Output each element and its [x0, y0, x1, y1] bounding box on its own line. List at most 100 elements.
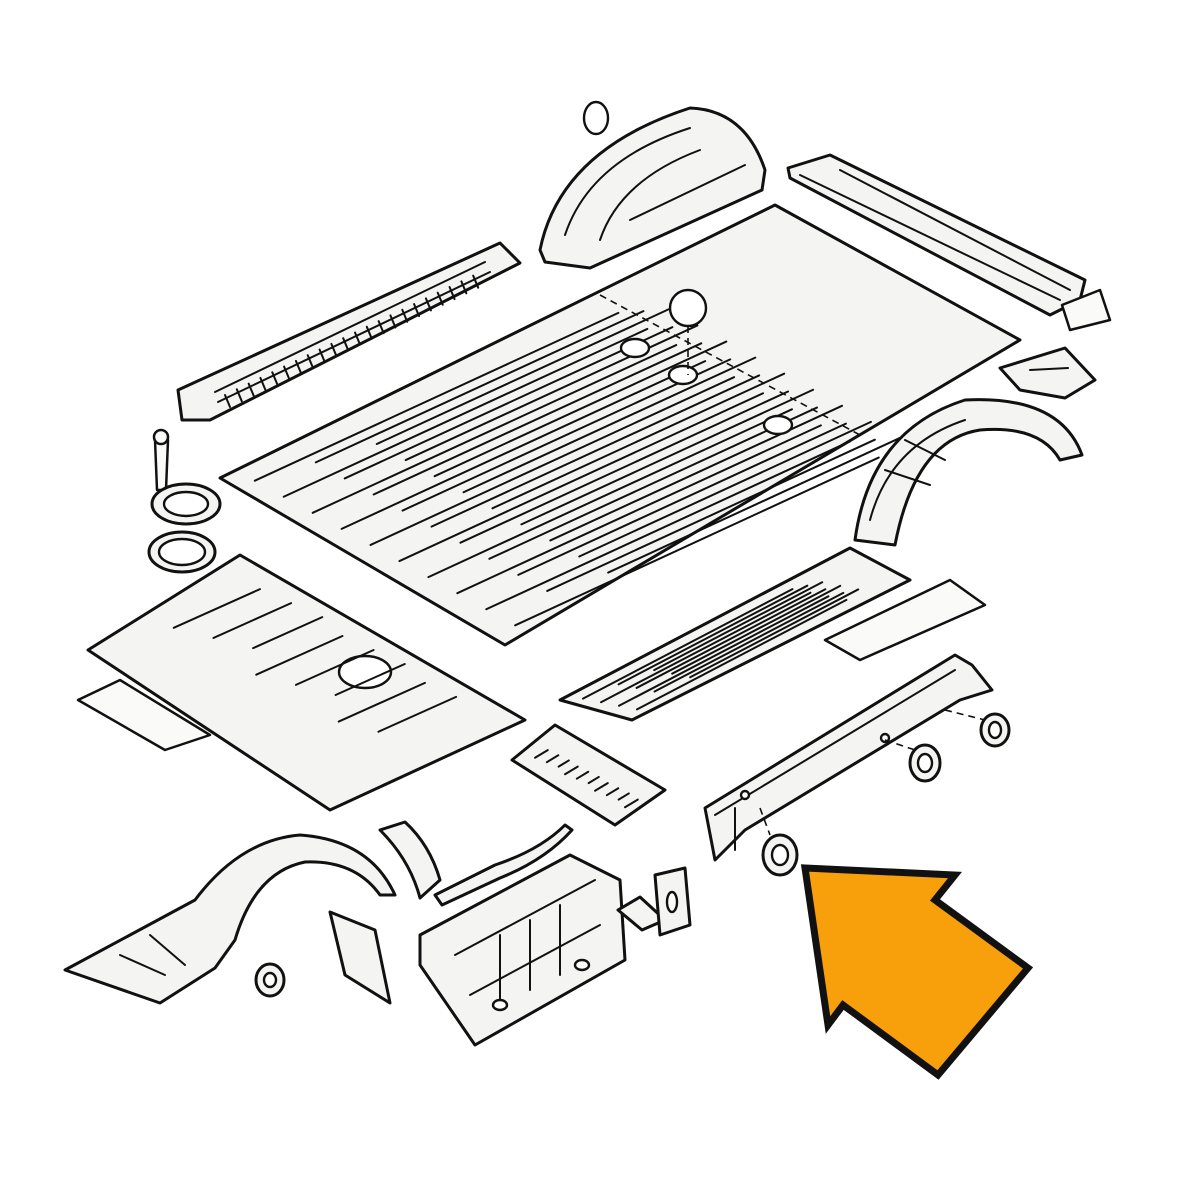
front-wheel-arch: [63, 833, 397, 1005]
center-floor-section: [510, 723, 667, 827]
rib-line: [343, 326, 674, 480]
sill-rib: [330, 342, 338, 357]
floor-plug-top: [668, 288, 708, 328]
rib-line: [534, 749, 549, 759]
rib-line: [671, 584, 842, 675]
rib-line: [172, 588, 261, 629]
rib-line: [377, 695, 458, 733]
front-floor-hole: [337, 654, 393, 690]
rib-line: [456, 424, 822, 595]
rib-line: [618, 595, 830, 707]
rib-line: [653, 591, 845, 693]
rib-line: [340, 360, 707, 530]
rib-line: [575, 770, 590, 780]
sill-rib: [342, 337, 350, 352]
floor-ribs: [253, 308, 901, 627]
rib-line: [653, 581, 824, 672]
sill-rib: [283, 365, 291, 380]
sill-rib: [235, 388, 243, 403]
sill-rib: [259, 376, 267, 391]
floor-hole-1: [619, 337, 651, 359]
sill-rib: [318, 348, 326, 363]
rib-line: [369, 376, 736, 546]
sill-rib: [401, 308, 409, 323]
floor-hole-2: [667, 364, 699, 386]
rib-line: [252, 616, 324, 650]
sill-rib: [460, 280, 468, 295]
front-floor-panel: [76, 553, 527, 812]
small-mount-brackets: [616, 866, 692, 937]
front-floor-bracket: [76, 678, 212, 752]
rib-line: [635, 588, 827, 689]
sill-rib: [389, 314, 397, 329]
rib-line: [545, 754, 560, 764]
rib-line: [372, 342, 703, 496]
right-wheel-arch: [853, 398, 1084, 547]
rib-line: [398, 392, 765, 563]
arrow-up-left-icon: [800, 864, 1034, 1080]
right-mid-floor-panel: [558, 546, 987, 722]
rib-line: [546, 438, 876, 592]
rib-line: [282, 327, 649, 498]
rib-line: [689, 588, 860, 679]
right-top-sill-panel: [786, 153, 1112, 332]
rib-line: [520, 388, 815, 526]
rib-line: [617, 584, 809, 686]
arch-grommet: [582, 100, 610, 136]
center-ribs: [534, 749, 639, 809]
sill-rib: [354, 331, 361, 346]
rib-line: [485, 440, 851, 611]
sill-end-bracket: [1060, 288, 1112, 332]
rib-line: [607, 436, 901, 574]
rib-line: [488, 406, 818, 560]
sill-ribs: [224, 274, 480, 408]
sill-rib: [448, 286, 456, 301]
bolt: [153, 438, 170, 492]
rib-line: [212, 602, 293, 639]
rib-line: [459, 390, 790, 544]
sill-rib: [377, 320, 385, 335]
mid-floor-ribs: [582, 581, 860, 711]
rib-line: [514, 456, 880, 627]
sill-rib: [306, 354, 314, 369]
rib-line: [334, 662, 406, 697]
floor-hole-3: [762, 414, 794, 436]
rib-line: [337, 681, 426, 723]
crossmember-grommets: [759, 709, 1011, 877]
bolt-and-seal-rings: [147, 428, 222, 574]
rib-line: [636, 598, 848, 711]
mid-floor-step: [823, 578, 987, 662]
left-side-sill-panel: [176, 241, 522, 422]
sill-rib: [424, 297, 432, 312]
corner-gusset: [328, 910, 392, 1005]
rib-line: [462, 356, 757, 494]
rib-line: [433, 340, 728, 478]
rear-wheel-arch-top: [538, 100, 767, 270]
rib-line: [587, 775, 600, 785]
curved-trim-strips: [378, 820, 574, 907]
sill-rib: [365, 325, 373, 340]
rib-line: [517, 422, 847, 576]
rib-line: [578, 420, 872, 558]
rib-line: [253, 311, 620, 482]
rib-line: [294, 649, 375, 686]
sill-rib: [436, 291, 444, 306]
right-crossmember: [703, 653, 994, 862]
rib-line: [427, 408, 793, 579]
rib-line: [582, 588, 794, 700]
sill-rib: [247, 382, 255, 397]
rib-line: [617, 792, 630, 801]
sill-rib: [413, 303, 421, 318]
sill-rib: [224, 394, 231, 408]
rib-line: [549, 404, 844, 542]
rib-line: [594, 782, 609, 792]
rib-line: [557, 759, 570, 768]
sill-rib: [271, 371, 279, 386]
sill-rib: [472, 274, 480, 289]
rib-line: [600, 591, 812, 704]
front-floor-ribs: [172, 588, 458, 733]
rib-line: [401, 358, 732, 512]
rib-line: [491, 372, 786, 510]
rib-line: [314, 310, 645, 464]
